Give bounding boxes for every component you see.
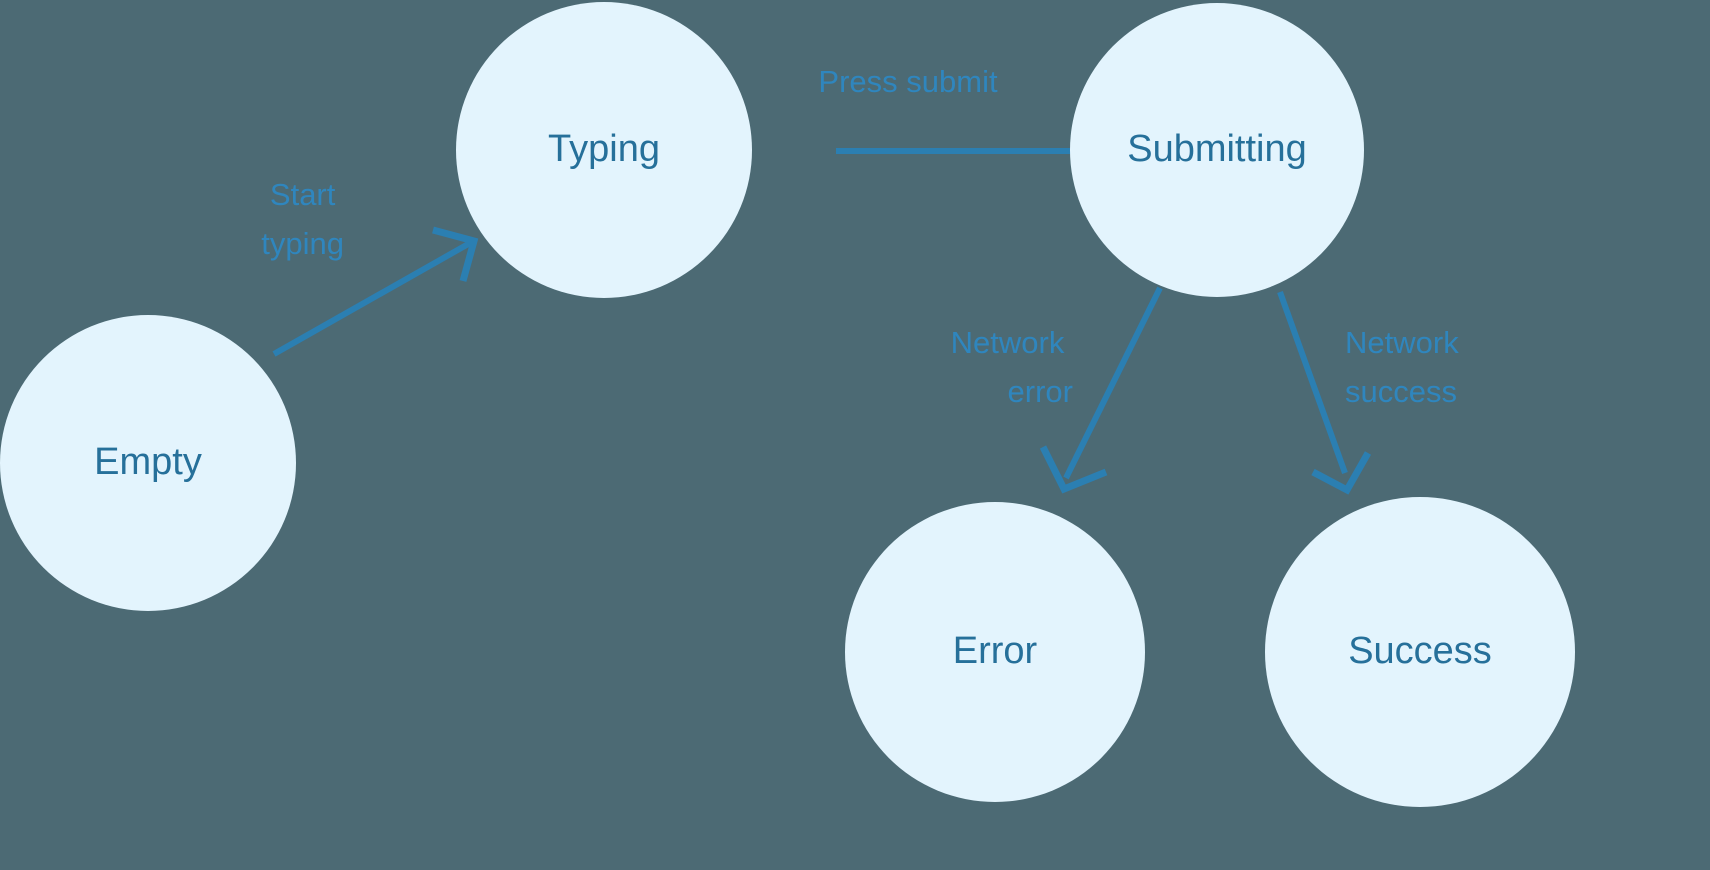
edge-submitting-to-error <box>1039 286 1163 494</box>
edge-label-line: typing <box>261 226 344 261</box>
edge-label-network-error: Network error <box>951 325 1073 409</box>
node-error-label: Error <box>953 630 1038 672</box>
edge-label-line: Start <box>270 177 336 212</box>
node-empty-circle[interactable] <box>0 315 296 611</box>
edge-empty-to-typing <box>272 226 479 357</box>
edge-submitting-to-success <box>1277 290 1372 495</box>
edge-line-empty-to-typing <box>272 240 472 357</box>
node-submitting[interactable]: Submitting <box>1070 3 1364 297</box>
node-empty-label: Empty <box>94 441 202 483</box>
node-success-circle[interactable] <box>1265 497 1575 807</box>
edge-label-line: Network <box>951 325 1065 360</box>
edge-label-line: Press submit <box>818 64 998 99</box>
edge-line-submitting-to-success <box>1277 290 1348 475</box>
edge-label-press-submit: Press submit <box>818 64 998 99</box>
node-error-circle[interactable] <box>845 502 1145 802</box>
edge-label-line: success <box>1345 374 1457 409</box>
node-empty[interactable]: Empty <box>0 315 296 611</box>
node-typing[interactable]: Typing <box>456 2 752 298</box>
node-success-label: Success <box>1348 630 1492 672</box>
arrowhead-submitting-to-success <box>1311 451 1372 495</box>
arrowhead-submitting-to-error <box>1039 445 1108 494</box>
edge-label-network-success: Network success <box>1345 325 1467 409</box>
node-typing-label: Typing <box>548 128 660 170</box>
node-submitting-circle[interactable] <box>1070 3 1364 297</box>
node-success[interactable]: Success <box>1265 497 1575 807</box>
edge-label-line: Network <box>1345 325 1459 360</box>
edge-label-line: error <box>1008 374 1073 409</box>
node-error[interactable]: Error <box>845 502 1145 802</box>
edge-label-start-typing: Start typing <box>261 177 344 261</box>
node-typing-circle[interactable] <box>456 2 752 298</box>
node-submitting-label: Submitting <box>1127 128 1307 170</box>
arrowhead-empty-to-typing <box>432 226 479 282</box>
edge-line-submitting-to-error <box>1063 286 1163 480</box>
